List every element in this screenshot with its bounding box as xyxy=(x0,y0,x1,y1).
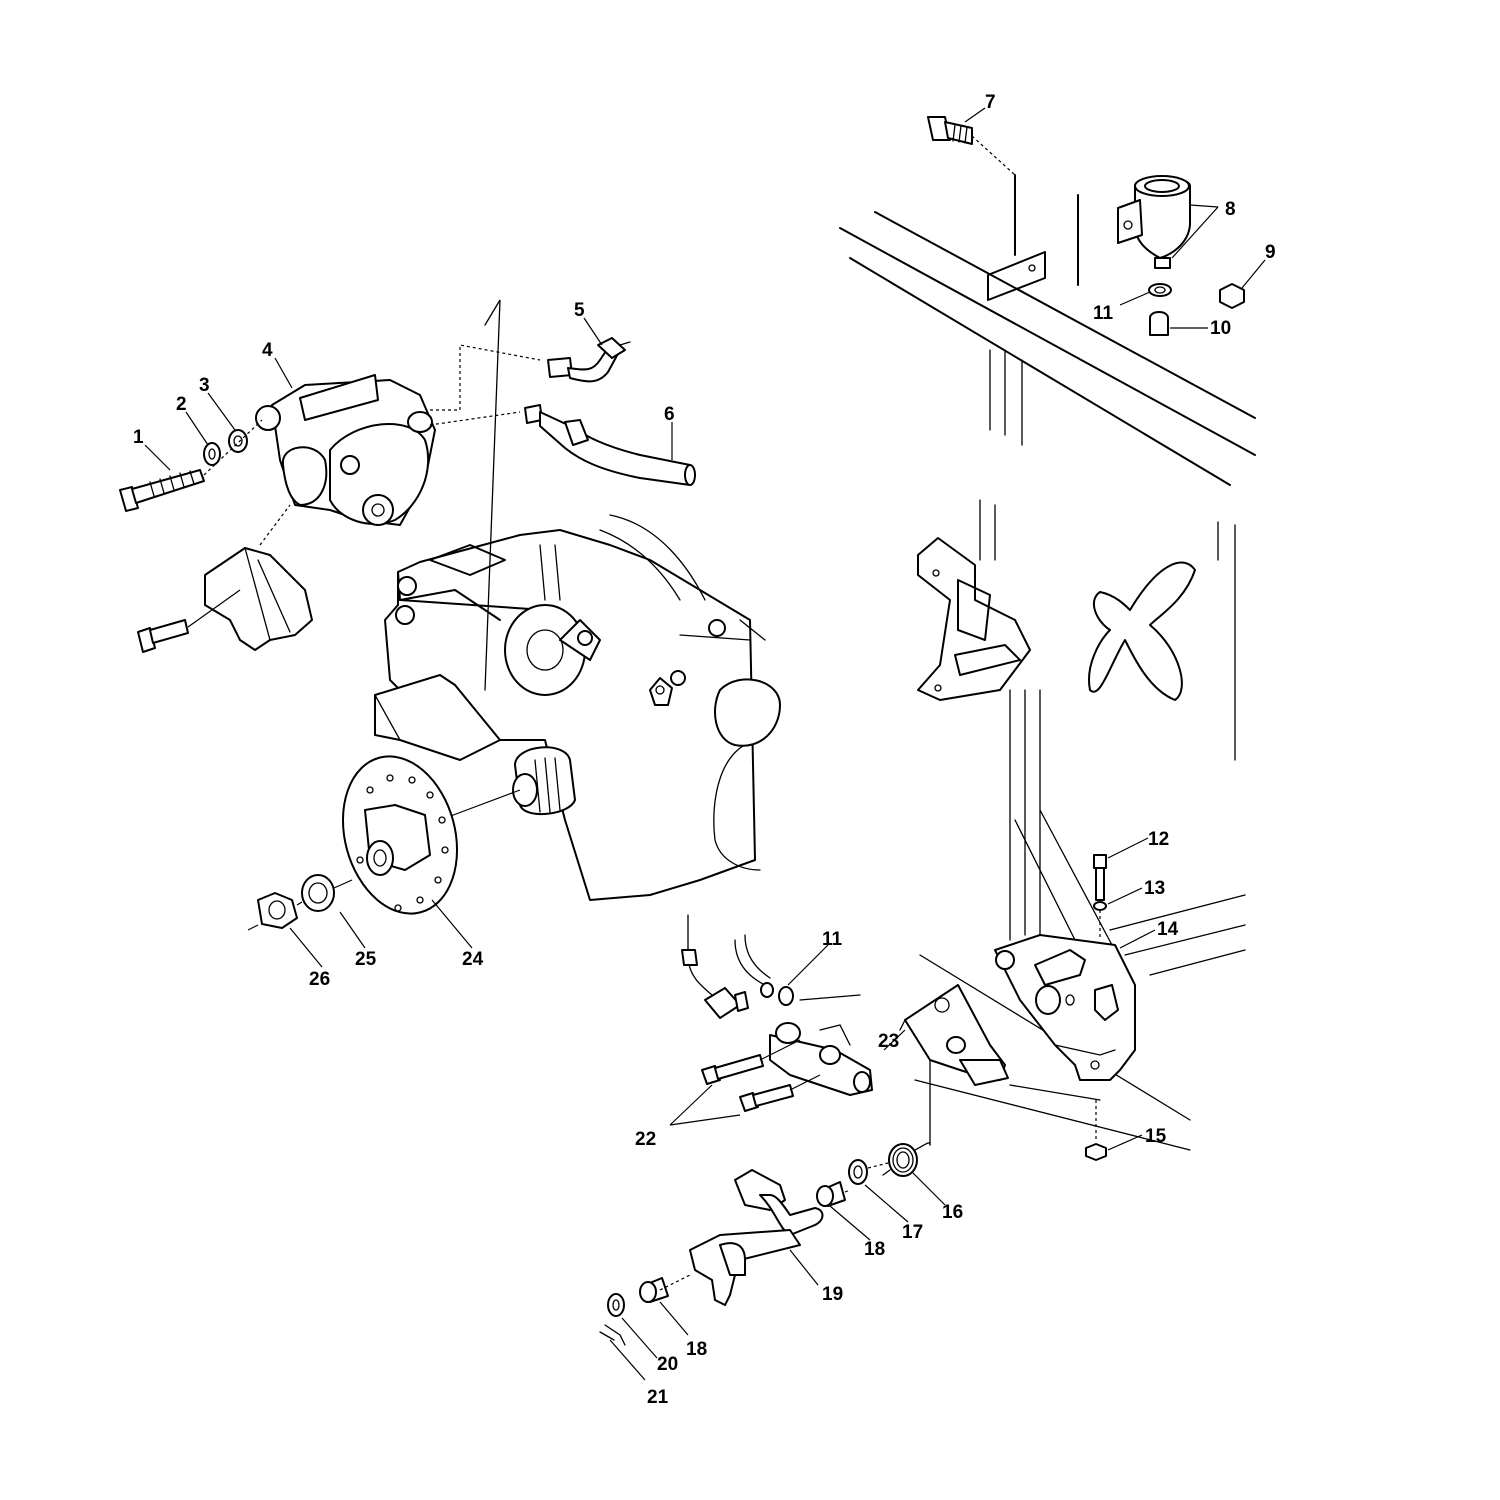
callout-20: 20 xyxy=(657,1354,678,1375)
brake-fluid-reservoir-8 xyxy=(1117,175,1191,269)
side-bracket xyxy=(917,537,1031,701)
washer-3 xyxy=(228,429,248,453)
callout-2: 2 xyxy=(176,394,187,415)
callout-19: 19 xyxy=(822,1284,843,1305)
bolt-1 xyxy=(119,469,205,512)
callout-11-lower: 11 xyxy=(822,929,843,950)
callout-3: 3 xyxy=(199,375,210,396)
brake-caliper-4 xyxy=(255,374,436,526)
bolts-22 xyxy=(669,1039,821,1126)
callout-5: 5 xyxy=(574,300,585,321)
callout-9: 9 xyxy=(1265,242,1276,263)
callout-7: 7 xyxy=(985,92,996,113)
callout-1: 1 xyxy=(133,427,144,448)
brake-pad-assembly xyxy=(137,504,313,653)
washer-17 xyxy=(848,1159,868,1185)
brake-hose-6 xyxy=(524,404,696,486)
master-cylinder xyxy=(681,914,873,1096)
callout-6: 6 xyxy=(664,404,675,425)
washer-20 xyxy=(607,1293,625,1317)
brake-line-fitting-5 xyxy=(547,337,631,383)
callout-leaders xyxy=(144,107,1266,1381)
callout-4: 4 xyxy=(262,340,273,361)
callout-10: 10 xyxy=(1210,318,1231,339)
callout-13: 13 xyxy=(1144,878,1165,899)
bolt-7 xyxy=(927,116,1016,176)
bushing-18-upper xyxy=(816,1181,846,1207)
callout-26: 26 xyxy=(309,969,330,990)
nut-26 xyxy=(257,892,298,929)
lock-washer-2 xyxy=(203,442,221,466)
clamp-11-upper xyxy=(1148,283,1172,297)
callout-24: 24 xyxy=(462,949,484,970)
gearcase xyxy=(374,299,781,901)
callout-25: 25 xyxy=(355,949,377,970)
washer-25 xyxy=(301,874,335,912)
bushing-18-lower xyxy=(639,1277,669,1303)
callout-21: 21 xyxy=(647,1387,669,1408)
callout-15: 15 xyxy=(1145,1126,1167,1147)
callout-8: 8 xyxy=(1225,199,1236,220)
hose-10 xyxy=(1149,311,1169,336)
nut-15 xyxy=(1085,1143,1107,1161)
callout-17: 17 xyxy=(902,1222,923,1243)
callout-23: 23 xyxy=(878,1031,899,1052)
callout-16: 16 xyxy=(942,1202,963,1223)
pedal-plate-14 xyxy=(994,934,1136,1081)
brake-pedal-19 xyxy=(689,1169,824,1306)
frame-bracket-upper xyxy=(987,174,1079,301)
callout-labels: 1 2 3 4 5 6 7 8 9 10 11 11 12 13 14 15 1… xyxy=(133,92,1276,1408)
brake-disc-24 xyxy=(341,755,459,915)
propeller-shape xyxy=(1088,561,1196,701)
callout-18-lower: 18 xyxy=(686,1339,707,1360)
callout-18-upper: 18 xyxy=(864,1239,885,1260)
callout-22: 22 xyxy=(635,1129,656,1150)
nut-9 xyxy=(1219,283,1245,309)
cotter-pin-21 xyxy=(599,1324,626,1346)
callout-11-upper: 11 xyxy=(1093,303,1114,324)
washer-13 xyxy=(1093,901,1107,911)
bracket-23 xyxy=(899,984,1009,1086)
callout-14: 14 xyxy=(1157,919,1179,940)
callout-12: 12 xyxy=(1148,829,1169,850)
spring-16 xyxy=(882,1059,931,1177)
bolt-12 xyxy=(1093,854,1107,901)
